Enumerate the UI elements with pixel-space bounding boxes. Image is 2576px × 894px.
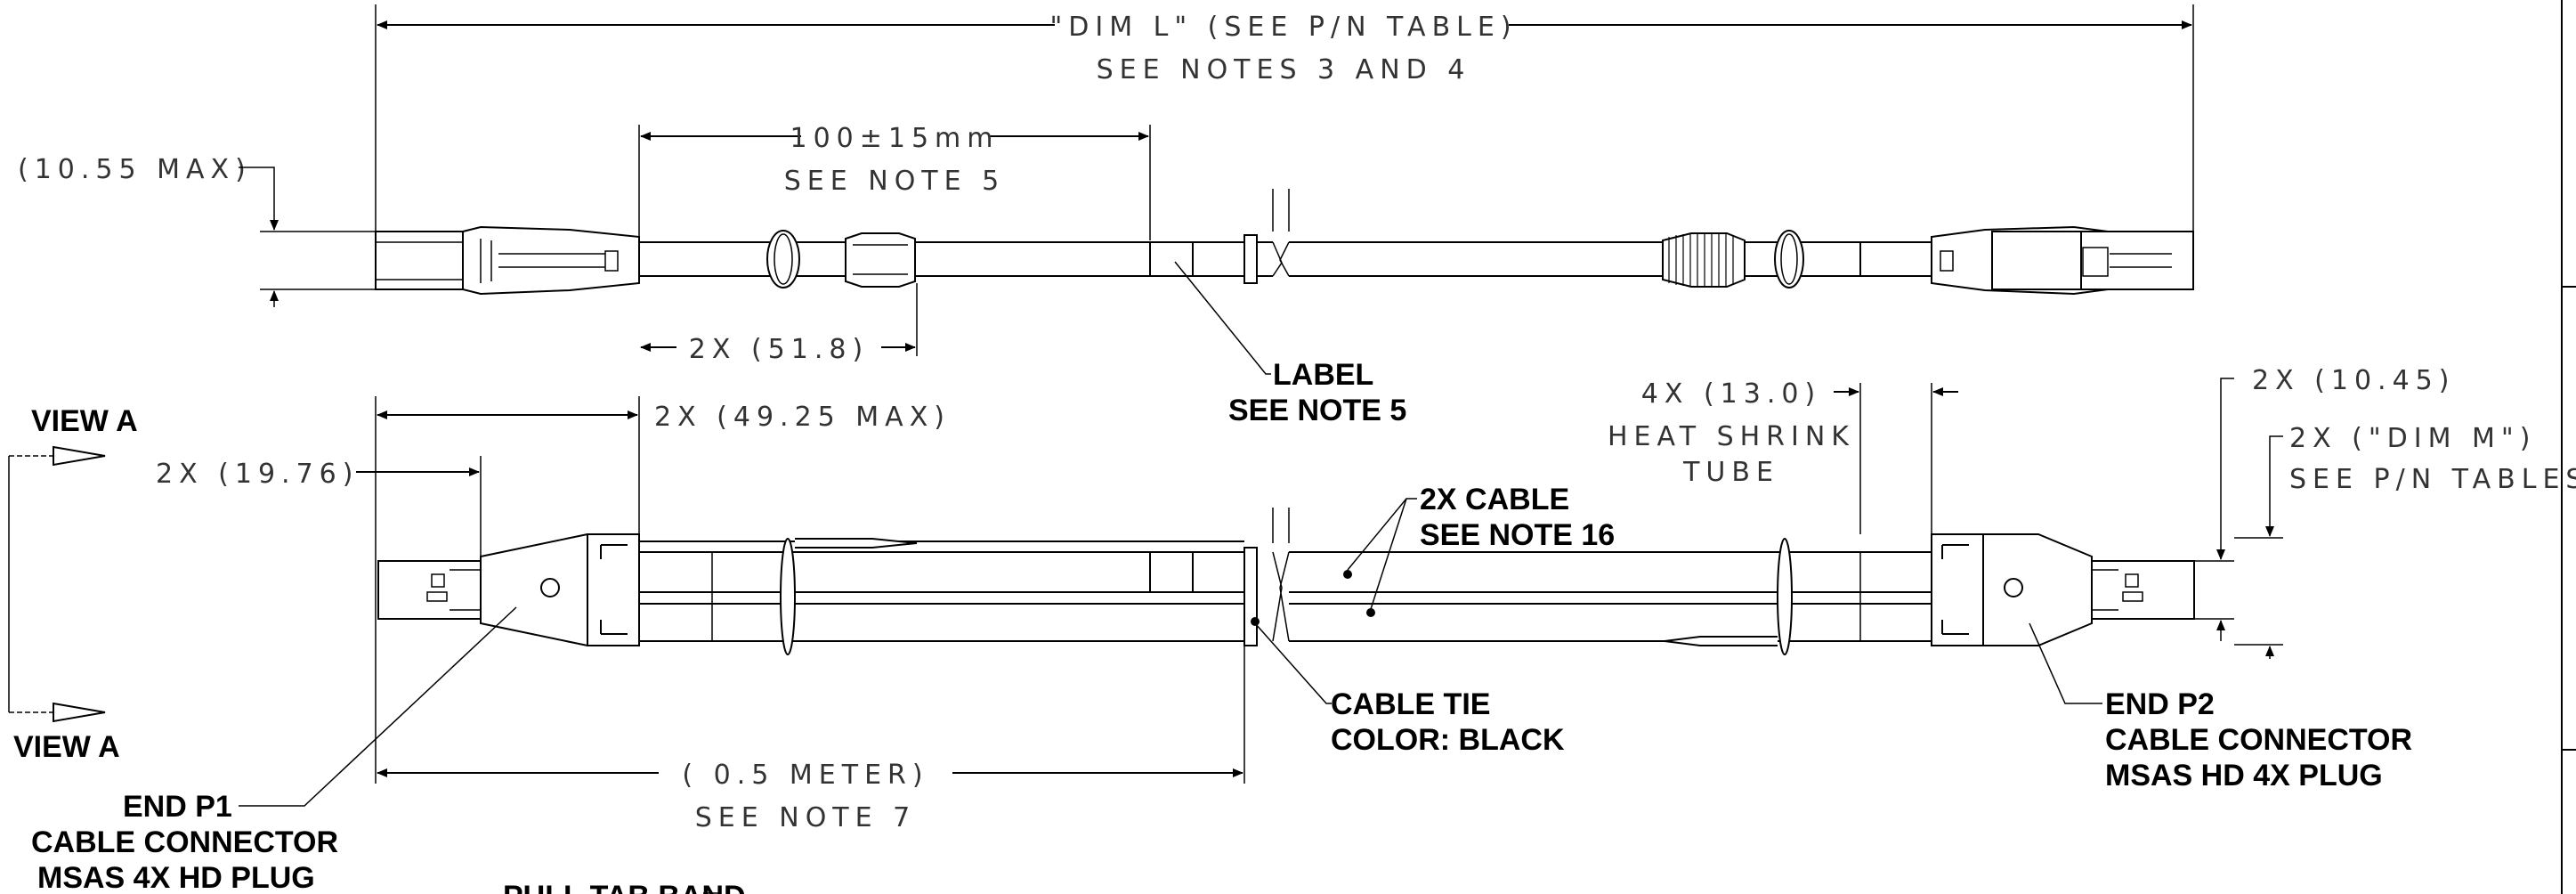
max-1055-dimension [239,167,376,307]
dim-l-dimension [375,4,2194,239]
bottom-view: 2X (49.25 MAX) 2X (19.76) VIEW A VIEW A [8,365,2576,894]
dim-l-note: SEE NOTES 3 AND 4 [1097,54,1471,85]
len-100-label: 100±15mm [790,123,999,154]
dim-l-label: "DIM L" (SEE P/N TABLE) [1049,12,1517,43]
dim-m-dimension [2234,435,2283,659]
dim-m-label: 2X ("DIM M") [2289,423,2536,454]
bottom-cables [639,508,1932,655]
top-view: "DIM L" (SEE P/N TABLE) SEE NOTES 3 AND … [18,4,2194,427]
len-518-dimension [640,283,918,356]
label-callout-1: LABEL [1273,358,1373,392]
view-a-arrows [8,445,106,723]
cable-callout-1: 2X CABLE [1420,483,1569,516]
len-1976-dimension [356,456,482,557]
tie-callout-2: COLOR: BLACK [1331,723,1565,757]
p2-callout-2: CABLE CONNECTOR [2105,723,2412,757]
dim-m-note: SEE P/N TABLES [2289,464,2576,495]
len-130-dimension [1834,383,1958,534]
view-a-bottom: VIEW A [13,730,120,764]
p1-callout-3: MSAS 4X HD PLUG [37,861,315,894]
meter-label: ( 0.5 METER) [682,760,928,791]
len-100-dimension [638,125,1151,240]
meter-dimension [377,646,1245,784]
top-left-connector [375,225,640,296]
max-4925-dimension [375,396,640,784]
p1-leader [239,606,517,807]
p2-callout-3: MSAS HD 4X PLUG [2105,759,2383,792]
cable-leader [1347,498,1417,610]
cable-callout-2: SEE NOTE 16 [1420,518,1615,552]
max-1055-label: (10.55 MAX) [18,154,252,185]
p2-connector [1931,533,2195,646]
tie-callout-1: CABLE TIE [1331,687,1490,721]
len-1976-label: 2X (19.76) [156,459,359,490]
len-1045-label: 2X (10.45) [2252,365,2455,396]
p1-connector [377,533,640,646]
heat-shrink-1: HEAT SHRINK [1608,421,1855,452]
p2-leader [2029,622,2102,704]
pull-tab-callout: PULL TAB BAND [503,880,746,894]
top-cable [639,189,1932,289]
len-100-note: SEE NOTE 5 [784,166,1005,197]
label-callout-2: SEE NOTE 5 [1228,394,1406,427]
p1-callout-1: END P1 [123,790,232,824]
label-leader [1174,261,1271,375]
p2-callout-1: END P2 [2105,687,2215,721]
top-right-connector [1931,225,2194,296]
meter-note: SEE NOTE 7 [695,802,916,833]
len-518-label: 2X (51.8) [689,334,869,365]
max-4925-label: 2X (49.25 MAX) [654,402,951,433]
view-a-top: VIEW A [31,404,138,438]
len-130-label: 4X (13.0) [1641,378,1821,410]
len-1045-dimension [2172,378,2234,641]
title-block-edge [2561,0,2576,894]
heat-shrink-2: TUBE [1682,457,1779,488]
p1-callout-2: CABLE CONNECTOR [31,825,338,859]
tie-leader [1254,622,1332,704]
